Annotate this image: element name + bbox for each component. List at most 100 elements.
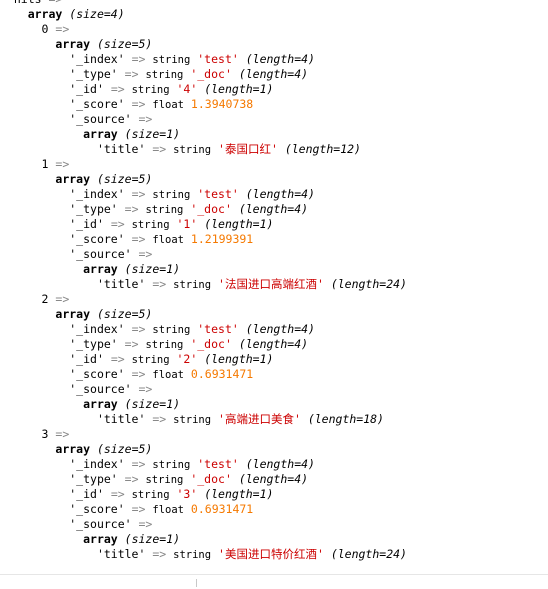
field-key: '_source' bbox=[69, 517, 132, 531]
length-meta: (length=4) bbox=[238, 67, 309, 81]
arrow: => bbox=[124, 67, 139, 81]
float-value: 0.6931471 bbox=[190, 502, 254, 516]
field-id-line: '_id' => string '1' (length=1) bbox=[0, 217, 548, 232]
arrow: => bbox=[110, 352, 125, 366]
field-key: 'title' bbox=[96, 412, 146, 426]
length-meta: (length=4) bbox=[245, 52, 315, 66]
hits-key: hits bbox=[14, 0, 42, 6]
type-label: string bbox=[131, 84, 170, 96]
length-meta: (length=1) bbox=[204, 217, 274, 231]
string-value: '泰国口红' bbox=[218, 142, 278, 156]
arrow: => bbox=[124, 337, 139, 351]
string-value: 'test' bbox=[197, 457, 239, 471]
field-type-line: '_type' => string '_doc' (length=4) bbox=[0, 67, 548, 82]
type-label: string bbox=[152, 54, 191, 66]
item-index: 2 bbox=[41, 292, 49, 306]
field-key: '_type' bbox=[69, 202, 118, 216]
float-value: 1.3940738 bbox=[190, 97, 254, 111]
arrow: => bbox=[152, 547, 167, 561]
field-key: '_type' bbox=[69, 337, 118, 351]
field-score-line: '_score' => float 1.2199391 bbox=[0, 232, 548, 247]
field-index-line: '_index' => string 'test' (length=4) bbox=[0, 457, 548, 472]
array-keyword: array bbox=[27, 7, 63, 21]
string-value: '_doc' bbox=[190, 337, 232, 351]
var-dump-output: hits => array (size=4) 0 => array (size=… bbox=[0, 0, 548, 561]
arrow: => bbox=[138, 247, 153, 261]
size-meta: (size=5) bbox=[96, 442, 153, 456]
length-meta: (length=1) bbox=[204, 487, 274, 501]
field-key: '_score' bbox=[69, 367, 125, 381]
item-index: 1 bbox=[41, 157, 49, 171]
item-array-line: array (size=5) bbox=[0, 442, 548, 457]
field-title-line: 'title' => string '法国进口高端红酒' (length=24) bbox=[0, 277, 548, 292]
field-title-line: 'title' => string '泰国口红' (length=12) bbox=[0, 142, 548, 157]
string-value: '_doc' bbox=[190, 202, 232, 216]
arrow: => bbox=[55, 157, 70, 171]
field-score-line: '_score' => float 0.6931471 bbox=[0, 502, 548, 517]
size-meta: (size=5) bbox=[96, 172, 153, 186]
size-meta: (size=1) bbox=[124, 532, 181, 546]
array-keyword: array bbox=[83, 397, 118, 411]
length-meta: (length=4) bbox=[238, 337, 309, 351]
array-keyword: array bbox=[83, 532, 118, 546]
arrow: => bbox=[131, 367, 146, 381]
field-title-line: 'title' => string '高端进口美食' (length=18) bbox=[0, 412, 548, 427]
length-meta: (length=1) bbox=[204, 82, 274, 96]
size-meta: (size=5) bbox=[96, 307, 153, 321]
arrow: => bbox=[55, 292, 70, 306]
type-label: string bbox=[145, 204, 184, 216]
field-id-line: '_id' => string '2' (length=1) bbox=[0, 352, 548, 367]
field-key: '_source' bbox=[69, 247, 132, 261]
type-label: string bbox=[131, 219, 170, 231]
field-key: '_id' bbox=[69, 82, 104, 96]
field-type-line: '_type' => string '_doc' (length=4) bbox=[0, 472, 548, 487]
item-array-line: array (size=5) bbox=[0, 172, 548, 187]
arrow: => bbox=[131, 97, 146, 111]
hits-key-line: hits => bbox=[0, 0, 548, 7]
arrow: => bbox=[124, 202, 139, 216]
arrow: => bbox=[131, 232, 146, 246]
item-index-line: 2 => bbox=[0, 292, 548, 307]
arrow: => bbox=[131, 322, 146, 336]
arrow: => bbox=[131, 52, 146, 66]
float-value: 0.6931471 bbox=[190, 367, 254, 381]
length-meta: (length=24) bbox=[330, 547, 407, 561]
string-value: '3' bbox=[176, 487, 198, 501]
type-label: string bbox=[145, 339, 184, 351]
arrow: => bbox=[138, 112, 153, 126]
string-value: 'test' bbox=[197, 322, 239, 336]
type-label: string bbox=[173, 279, 212, 291]
field-key: '_score' bbox=[69, 97, 125, 111]
source-array-line: array (size=1) bbox=[0, 262, 548, 277]
field-key: '_id' bbox=[69, 217, 104, 231]
string-value: '2' bbox=[176, 352, 198, 366]
source-array-line: array (size=1) bbox=[0, 127, 548, 142]
size-meta: (size=1) bbox=[124, 262, 181, 276]
length-meta: (length=24) bbox=[330, 277, 407, 291]
type-label: string bbox=[173, 144, 212, 156]
arrow: => bbox=[55, 22, 70, 36]
array-keyword: array bbox=[55, 172, 91, 186]
item-index: 0 bbox=[41, 22, 49, 36]
arrow: => bbox=[152, 277, 167, 291]
field-key: '_index' bbox=[69, 52, 125, 66]
length-meta: (length=18) bbox=[307, 412, 384, 426]
array-keyword: array bbox=[83, 262, 118, 276]
type-label: string bbox=[131, 489, 170, 501]
arrow: => bbox=[131, 502, 146, 516]
string-value: 'test' bbox=[197, 52, 239, 66]
field-source-line: '_source' => bbox=[0, 247, 548, 262]
array-keyword: array bbox=[55, 307, 91, 321]
string-value: '法国进口高端红酒' bbox=[218, 277, 324, 291]
string-value: '高端进口美食' bbox=[218, 412, 301, 426]
string-value: '美国进口特价红酒' bbox=[218, 547, 324, 561]
field-key: '_id' bbox=[69, 352, 104, 366]
float-value: 1.2199391 bbox=[190, 232, 254, 246]
arrow: => bbox=[131, 187, 146, 201]
string-value: '_doc' bbox=[190, 67, 232, 81]
field-index-line: '_index' => string 'test' (length=4) bbox=[0, 322, 548, 337]
arrow: => bbox=[110, 487, 125, 501]
item-index-line: 0 => bbox=[0, 22, 548, 37]
field-key: '_type' bbox=[69, 67, 118, 81]
string-value: '1' bbox=[176, 217, 198, 231]
